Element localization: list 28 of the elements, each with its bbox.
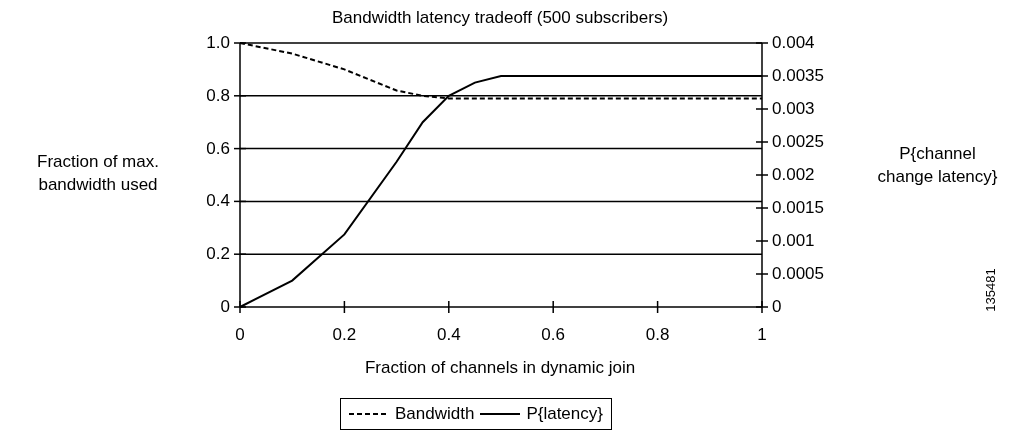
axis-title: Fraction of max. bandwidth used [36, 151, 160, 196]
tick-label: 1.0 [206, 33, 230, 53]
tick-label: 0 [772, 297, 782, 317]
tick-label: 0.001 [772, 231, 815, 251]
legend-label: Bandwidth [395, 404, 475, 424]
tick-label: 0.0015 [772, 198, 824, 218]
tick-label: 0.0025 [772, 132, 824, 152]
tick-label: 0.8 [645, 325, 670, 345]
tick-label: 0.6 [541, 325, 565, 345]
tick-label: 0.4 [206, 191, 230, 212]
tick-label: 0.0005 [772, 264, 824, 284]
tick-label: 0.003 [772, 99, 815, 119]
legend-label: P{latency} [526, 404, 603, 424]
tick-label: 0.002 [772, 165, 815, 185]
figure-number: 135481 [982, 268, 998, 312]
tick-label: 0 [220, 297, 230, 317]
tick-label: 0.0035 [772, 66, 824, 86]
tick-label: 0.4 [437, 325, 461, 345]
tick-label: 0.2 [206, 244, 230, 265]
tick-label: 1 [757, 325, 767, 345]
axis-title: P{channel change latency} [876, 143, 999, 188]
tick-label: 0.2 [332, 325, 357, 345]
tick-label: 0.8 [206, 85, 230, 106]
tick-label: 0.004 [772, 33, 815, 53]
axis-title: Fraction of channels in dynamic join [364, 358, 636, 378]
tick-label: 0.6 [206, 138, 230, 159]
tick-label: 0 [235, 325, 245, 345]
chart-title: Bandwidth latency tradeoff (500 subscribers) [331, 8, 669, 28]
